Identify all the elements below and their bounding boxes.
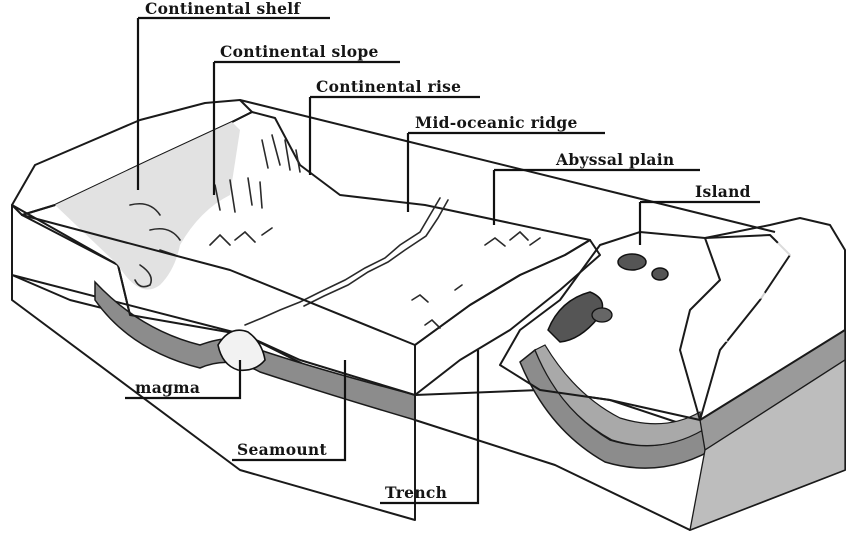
label-seamount: Seamount [237,440,327,459]
label-island: Island [695,182,751,201]
label-continental-rise: Continental rise [316,77,461,96]
leader-trench [380,350,478,503]
label-continental-shelf: Continental shelf [145,0,301,18]
label-magma: magma [135,378,200,397]
label-continental-slope: Continental slope [220,42,379,61]
label-trench: Trench [385,483,447,502]
label-abyssal-plain: Abyssal plain [555,150,674,169]
label-mid-oceanic-ridge: Mid-oceanic ridge [415,113,578,132]
